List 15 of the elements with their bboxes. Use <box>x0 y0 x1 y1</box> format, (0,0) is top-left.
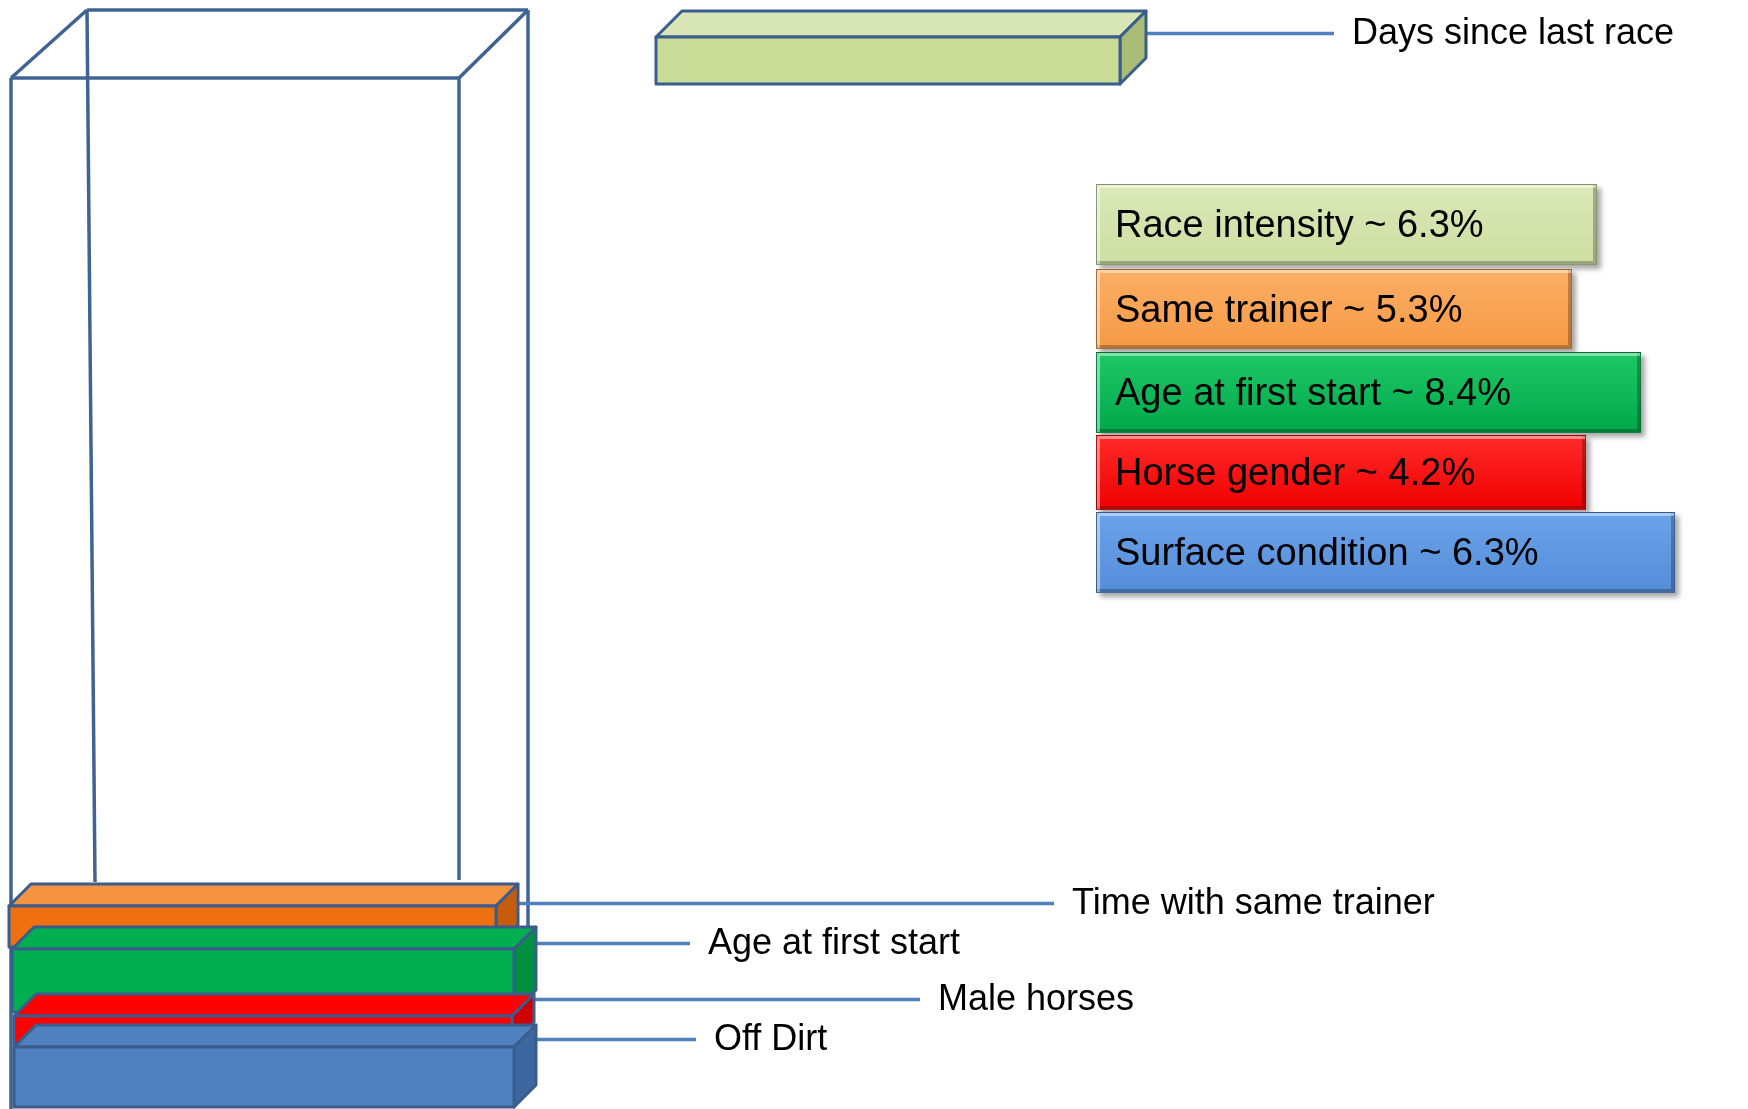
leader-line <box>534 997 920 1002</box>
callout-label: Age at first start <box>708 920 961 964</box>
factor-box: Horse gender ~ 4.2% <box>1096 435 1586 510</box>
factor-box: Surface condition ~ 6.3% <box>1096 512 1675 593</box>
factor-box: Same trainer ~ 5.3% <box>1096 269 1572 349</box>
factor-box: Age at first start ~ 8.4% <box>1096 352 1641 433</box>
leader-line <box>536 941 690 946</box>
leader-line <box>1146 31 1334 36</box>
callout-label: Time with same trainer <box>1072 880 1435 924</box>
callout-label: Off Dirt <box>714 1016 828 1060</box>
factor-box: Race intensity ~ 6.3% <box>1096 184 1597 265</box>
callout-label: Days since last race <box>1352 10 1675 54</box>
callout-label: Male horses <box>938 976 1135 1020</box>
leader-line <box>518 901 1054 906</box>
leader-line <box>536 1037 696 1042</box>
